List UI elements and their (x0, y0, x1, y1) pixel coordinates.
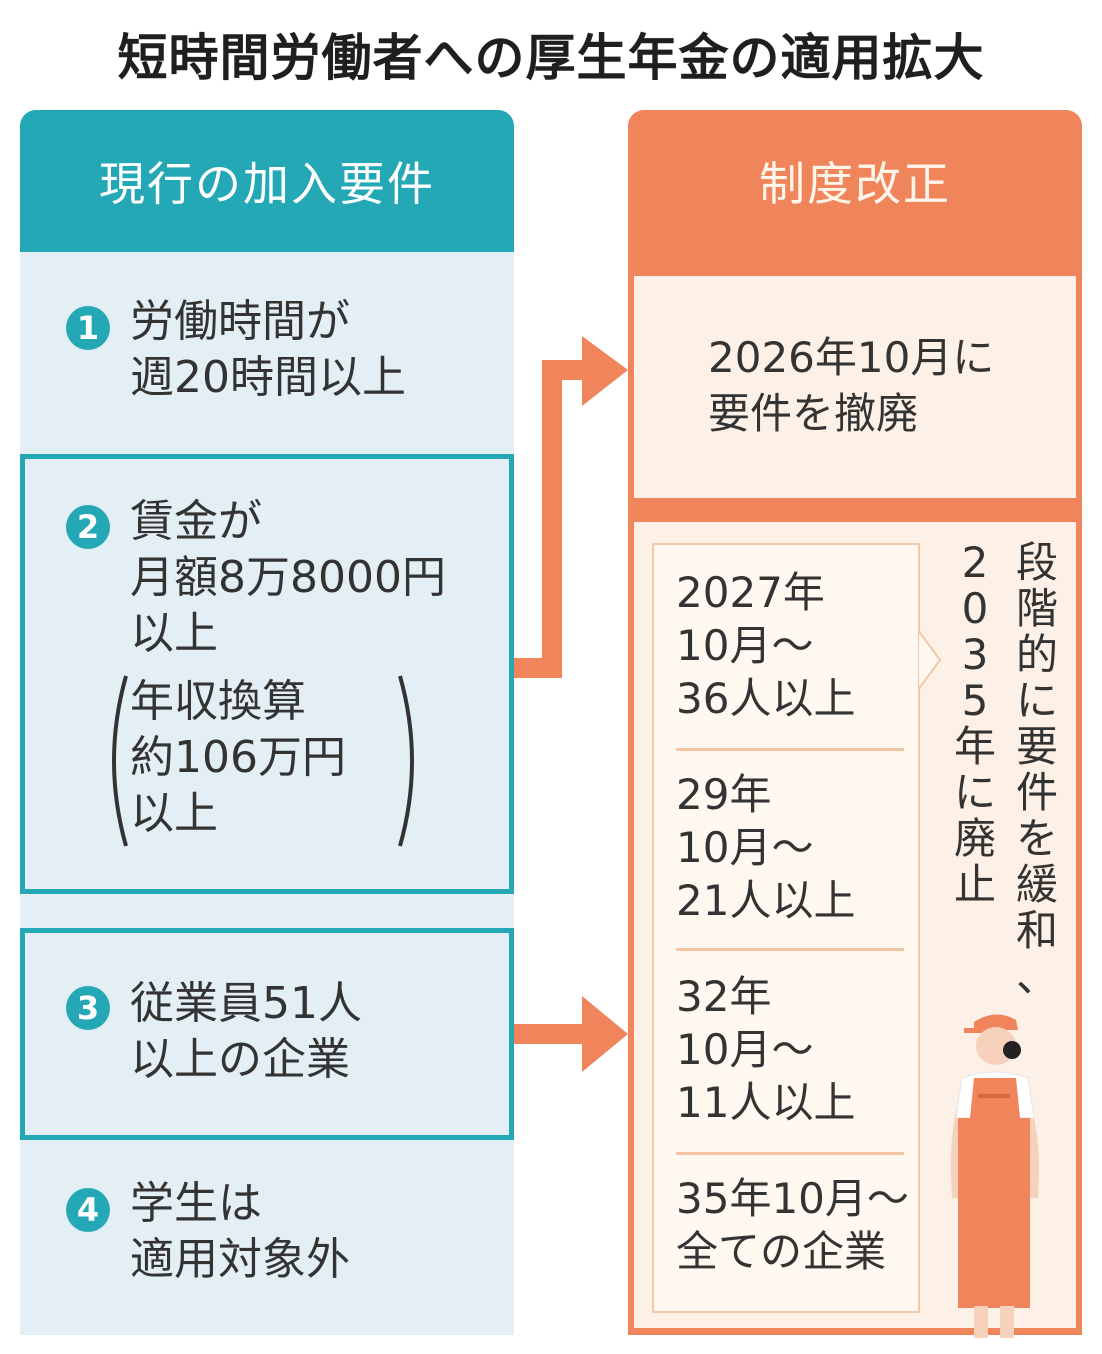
callout-pointer (918, 630, 942, 690)
stage-line: 10月～ (676, 1025, 814, 1074)
stage-line: 35年10月～ (676, 1174, 909, 1223)
requirement-1-line: 週20時間以上 (130, 352, 406, 403)
requirement-1: 労働時間が 週20時間以上 (130, 294, 406, 406)
number-badge-4: 4 (66, 1188, 110, 1232)
annual-line: 以上 (130, 788, 218, 839)
requirement-2: 賃金が 月額8万8000円 以上 (130, 494, 446, 662)
stage-1: 2027年 10月～ 36人以上 (676, 566, 855, 725)
abolish-text: 2026年10月に 要件を撤廃 (708, 330, 994, 442)
stage-line: 全ての企業 (676, 1227, 887, 1276)
stage-divider (676, 748, 904, 751)
requirement-1-line: 労働時間が (130, 296, 350, 347)
stage-line: 10月～ (676, 621, 814, 670)
stage-divider (676, 948, 904, 951)
annual-line: 約106万円 (130, 732, 346, 783)
right-arrow-icon (514, 336, 628, 678)
requirement-3-line: 以上の企業 (130, 1034, 350, 1085)
current-requirements-header: 現行の加入要件 (20, 110, 514, 252)
requirement-2-line: 賃金が (130, 496, 262, 547)
number-badge-1: 1 (66, 306, 110, 350)
number-badge-3: 3 (66, 986, 110, 1030)
reform-header: 制度改正 (759, 157, 951, 211)
stage-line: 10月～ (676, 823, 814, 872)
requirement-3: 従業員51人 以上の企業 (130, 976, 362, 1088)
vertical-caption-1-text: 段階的に要件を緩和、 (1015, 538, 1058, 1001)
stages-list (652, 543, 920, 1313)
stage-divider (676, 1152, 904, 1155)
requirement-4-line: 適用対象外 (130, 1234, 350, 1285)
abolish-box (634, 276, 1076, 498)
stage-line: 32年 (676, 972, 772, 1021)
stage-line: 2027年 (676, 568, 825, 617)
stage-line: 29年 (676, 770, 772, 819)
abolish-line: 要件を撤廃 (708, 389, 919, 438)
parentheses (112, 675, 414, 847)
requirement-4-line: 学生は (130, 1178, 262, 1229)
right-arrow-icon (514, 996, 628, 1072)
abolish-line: 2026年10月に (708, 333, 995, 382)
worker-illustration (950, 1014, 1039, 1338)
stage-4: 35年10月～ 全ての企業 (676, 1172, 909, 1278)
number-badge-2: 2 (66, 505, 110, 549)
requirement-3-line: 従業員51人 (130, 978, 362, 1029)
requirement-2-line: 以上 (130, 608, 218, 659)
stage-2: 29年 10月～ 21人以上 (676, 768, 855, 927)
requirement-3-box (20, 928, 514, 1140)
stage-line: 21人以上 (676, 876, 856, 925)
requirement-2-line: 月額8万8000円 (130, 552, 446, 603)
stage-line: 11人以上 (676, 1078, 856, 1127)
requirement-4: 学生は 適用対象外 (130, 1176, 350, 1288)
annual-line: 年収換算 (130, 676, 306, 727)
page-title: 短時間労働者への厚生年金の適用拡大 (117, 29, 985, 87)
requirement-2-annual: 年収換算 約106万円 以上 (130, 674, 346, 842)
stage-line: 36人以上 (676, 674, 856, 723)
stage-3: 32年 10月～ 11人以上 (676, 970, 855, 1129)
vertical-caption-1: 段階的に要件を緩和、 (1014, 540, 1060, 1000)
